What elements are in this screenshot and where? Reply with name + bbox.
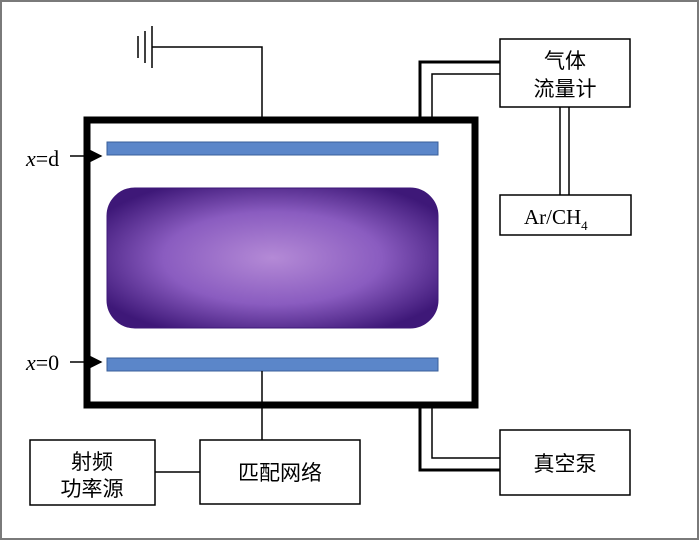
gas-source-subscript: 4 — [581, 218, 588, 233]
matching-network-box — [199, 439, 361, 505]
bottom-electrode — [106, 357, 439, 372]
label-x-equals-0: x=0 — [25, 350, 59, 375]
gas-flowmeter-box — [499, 38, 631, 108]
gas-supply-line — [559, 107, 570, 195]
vacuum-pump-box — [499, 429, 631, 496]
gas-source-label: Ar/CH4 — [524, 205, 588, 233]
gas-source-box — [499, 194, 632, 236]
rf-power-source-box — [29, 439, 156, 506]
gas-flowmeter-label-2: 流量计 — [534, 77, 597, 101]
gas-flowmeter-label-1: 气体 — [544, 49, 586, 73]
rf-power-source-label-1: 射频 — [71, 450, 113, 474]
plasma-region — [106, 187, 439, 329]
vacuum-outlet-pipe — [418, 405, 500, 472]
gas-inlet-pipe — [418, 60, 500, 120]
matching-network-label: 匹配网络 — [238, 461, 322, 485]
label-x-equals-d-rest: =d — [36, 146, 59, 171]
label-x-equals-d: x=d — [25, 146, 59, 171]
rf-power-source-label-2: 功率源 — [61, 477, 124, 501]
ground-symbol-icon — [137, 26, 263, 142]
label-x-equals-0-rest: =0 — [36, 350, 59, 375]
vacuum-pump-label: 真空泵 — [534, 452, 597, 476]
top-electrode — [106, 141, 439, 156]
